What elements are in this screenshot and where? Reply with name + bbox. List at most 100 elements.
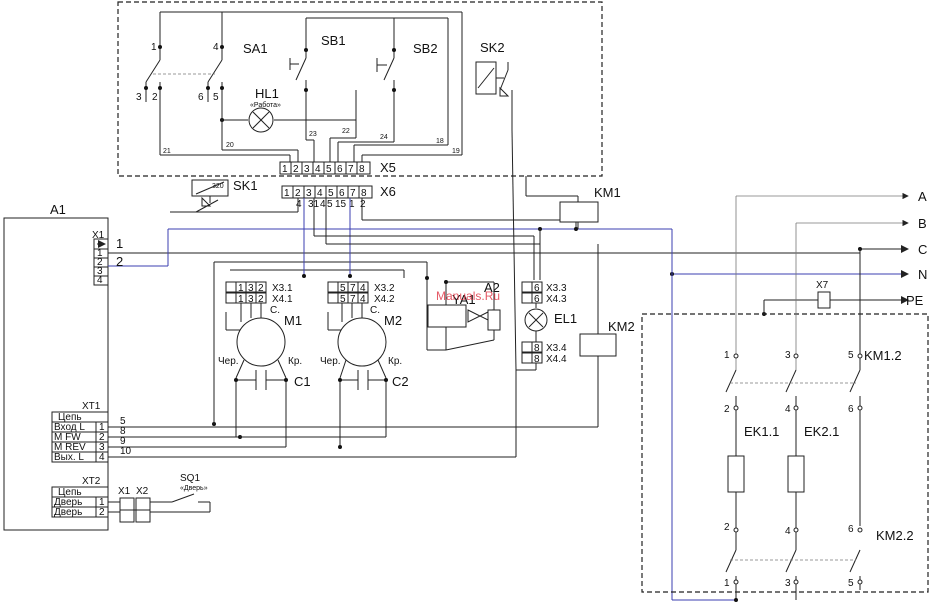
sk1-value: 320 xyxy=(212,183,224,190)
control-wiring: 21 20 23 22 24 18 19 xyxy=(159,11,463,162)
km2-2-label: KM2.2 xyxy=(876,528,914,543)
x5-pin: 2 xyxy=(293,164,299,175)
km2-2-contacts: 2 4 6 1 3 5 KM2.2 xyxy=(724,522,914,602)
x1-block-pin: 4 xyxy=(97,275,103,286)
x3-2-pin: 7 xyxy=(350,283,356,294)
bus-a-label: A xyxy=(918,189,927,204)
bus-n-label: N xyxy=(918,267,927,282)
km2-2-contact-3: 3 xyxy=(785,578,791,589)
x3-2-x4-2-terminals: 5 7 4 5 7 4 X3.2 X4.2 xyxy=(327,281,395,305)
x1-block-title: X1 xyxy=(92,230,105,241)
a2-ya1-valve: A2 YA1 xyxy=(427,280,501,351)
m1-label: M1 xyxy=(284,313,302,328)
heating-elements: EK1.1 EK2.1 xyxy=(727,424,839,550)
control-panel-frame xyxy=(117,1,603,177)
wire-label-21: 21 xyxy=(163,148,171,155)
x4-1-pin: 2 xyxy=(258,294,264,305)
x6-pin: 5 xyxy=(328,188,334,199)
wire-label-23: 23 xyxy=(309,131,317,138)
km1-2-contact-4: 4 xyxy=(785,404,791,415)
x5-pin: 1 xyxy=(282,164,288,175)
wire-label-1: 1 xyxy=(349,199,355,210)
km2-2-contact-2: 2 xyxy=(724,522,730,533)
km2-2-contact-4: 4 xyxy=(785,526,791,537)
xt2-row-label: Цепь xyxy=(58,487,82,498)
xt2-row-label: Дверь xyxy=(54,497,82,508)
sb2-label: SB2 xyxy=(413,41,438,56)
x4-4-pin: 8 xyxy=(534,354,540,365)
watermark: Manuals.Ru xyxy=(436,289,500,303)
xt1-row-pin: 2 xyxy=(99,432,105,443)
sa1-contact-2: 2 xyxy=(152,92,158,103)
x3-3-pin: 6 xyxy=(534,283,540,294)
km2-2-contact-6: 6 xyxy=(848,524,854,535)
m2-black-mark: Чер. xyxy=(320,356,341,367)
x3-1-label: X3.1 xyxy=(272,283,293,294)
km1-2-contact-5: 5 xyxy=(848,350,854,361)
m1-red-mark: Кр. xyxy=(288,356,302,367)
wire-label-2: 2 xyxy=(360,199,366,210)
km2-coil: KM2 xyxy=(579,244,635,357)
xt2-connector-table: XT2 Цепь Дверь Дверь 1 2 xyxy=(51,476,109,518)
sa1-switch: 1 4 3 2 6 5 SA1 xyxy=(136,12,268,103)
door-circuit: X1 X2 SQ1 «Дверь» xyxy=(108,473,211,523)
wire-label-5: 5 xyxy=(327,199,333,210)
x5-label: X5 xyxy=(380,160,396,175)
x5-pin: 8 xyxy=(359,164,365,175)
x3-2-label: X3.2 xyxy=(374,283,395,294)
x3-1-pin: 1 xyxy=(238,283,244,294)
a1-x1-wires: 1 2 xyxy=(108,228,860,269)
m2-common-mark: С. xyxy=(370,305,380,316)
m2-label: M2 xyxy=(384,313,402,328)
x2-label: X2 xyxy=(136,486,149,497)
sa1-contact-3: 3 xyxy=(136,92,142,103)
x5-pin: 5 xyxy=(326,164,332,175)
a1-label: A1 xyxy=(50,202,66,217)
xt1-row-label: Вход L xyxy=(54,422,85,433)
xt1-row-label: M FW xyxy=(54,432,81,443)
xt1-row-pin: 1 xyxy=(99,422,105,433)
wire-label-2: 2 xyxy=(116,254,123,269)
sq1-label: SQ1 xyxy=(180,473,200,484)
wire-label-9: 9 xyxy=(120,436,126,447)
sb1-label: SB1 xyxy=(321,33,346,48)
a2-label: A2 xyxy=(484,280,500,295)
bus-c-label: C xyxy=(918,242,927,257)
km2-label: KM2 xyxy=(608,319,635,334)
x4-2-label: X4.2 xyxy=(374,294,395,305)
x4-3-pin: 6 xyxy=(534,294,540,305)
wire-label-15: 15 xyxy=(335,199,347,210)
c2-label: C2 xyxy=(392,374,409,389)
x6-pin: 7 xyxy=(350,188,356,199)
wire-label-19: 19 xyxy=(452,148,460,155)
x3-1-x4-1-terminals: 1 3 2 1 3 2 X3.1 X4.1 xyxy=(225,281,293,305)
x4-2-pin: 7 xyxy=(350,294,356,305)
x6-pin: 1 xyxy=(284,188,290,199)
x6-pin: 2 xyxy=(295,188,301,199)
x5-pin: 7 xyxy=(348,164,354,175)
xt1-connector-table: XT1 Цепь Вход L M FW M REV Вых. L 1 2 3 … xyxy=(51,401,109,463)
sb1-button: SB1 xyxy=(289,18,346,96)
m2-motor: M2 С. Чер. Кр. C2 xyxy=(240,303,409,449)
x7-label: X7 xyxy=(816,280,829,291)
wire-label-8: 8 xyxy=(120,426,126,437)
km1-2-label: KM1.2 xyxy=(864,348,902,363)
x6-terminal-strip: 1 2 3 4 5 6 7 8 X6 4 31 4 5 15 1 2 xyxy=(281,184,396,210)
km1-label: KM1 xyxy=(594,185,621,200)
x3-4-label: X3.4 xyxy=(546,343,567,354)
wire-label-4: 4 xyxy=(320,199,326,210)
x4-2-pin: 4 xyxy=(360,294,366,305)
xt2-row-pin: 1 xyxy=(99,497,105,508)
sk2-thermostat: SK2 xyxy=(475,40,513,130)
wire-label-20: 20 xyxy=(226,142,234,149)
km1-coil: KM1 xyxy=(525,176,621,229)
m1-common-mark: С. xyxy=(270,305,280,316)
el1-label: EL1 xyxy=(554,311,577,326)
km1-2-contact-6: 6 xyxy=(848,404,854,415)
xt1-row-label: Вых. L xyxy=(54,452,84,463)
m2-red-mark: Кр. xyxy=(388,356,402,367)
xt2-row-pin: 2 xyxy=(99,507,105,518)
x6-label: X6 xyxy=(380,184,396,199)
sa1-label: SA1 xyxy=(243,41,268,56)
